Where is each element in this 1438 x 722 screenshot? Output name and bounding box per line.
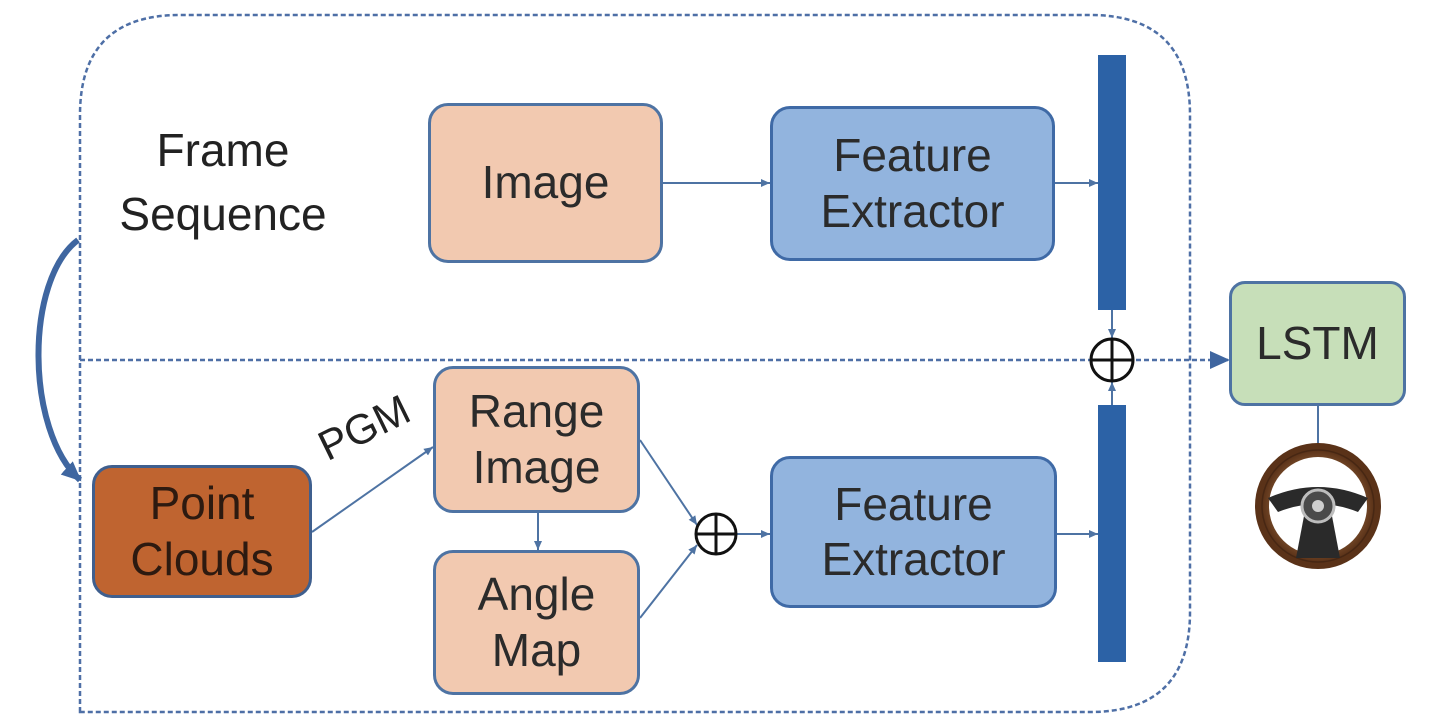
range-image-label: Range Image (468, 385, 605, 493)
steering-wheel-icon (1255, 443, 1381, 569)
fusion-symbol-lidar (694, 512, 738, 556)
feature-extractor-camera-node: Feature Extractor (770, 106, 1055, 261)
point-clouds-node: Point Clouds (92, 465, 312, 598)
angle-map-label: Angle Map (477, 568, 596, 676)
feature-vector-bar-lidar (1098, 405, 1126, 662)
feature-extractor-lidar-node: Feature Extractor (770, 456, 1057, 608)
fusion-symbol-main (1089, 337, 1135, 383)
lstm-node-label: LSTM (1256, 316, 1379, 369)
feature-extractor-camera-label: Feature Extractor (820, 129, 1005, 237)
lstm-node: LSTM (1229, 281, 1406, 406)
feature-extractor-lidar-label: Feature Extractor (821, 477, 1006, 585)
angle-map-node: Angle Map (433, 550, 640, 695)
image-node: Image (428, 103, 663, 263)
feature-vector-bar-camera (1098, 55, 1126, 310)
range-image-node: Range Image (433, 366, 640, 513)
frame-sequence-container (78, 13, 1192, 714)
frame-sequence-label: Frame Sequence (119, 124, 327, 241)
loop-arrow (35, 237, 83, 483)
image-node-label: Image (481, 156, 610, 209)
point-clouds-label: Point Clouds (130, 477, 274, 585)
